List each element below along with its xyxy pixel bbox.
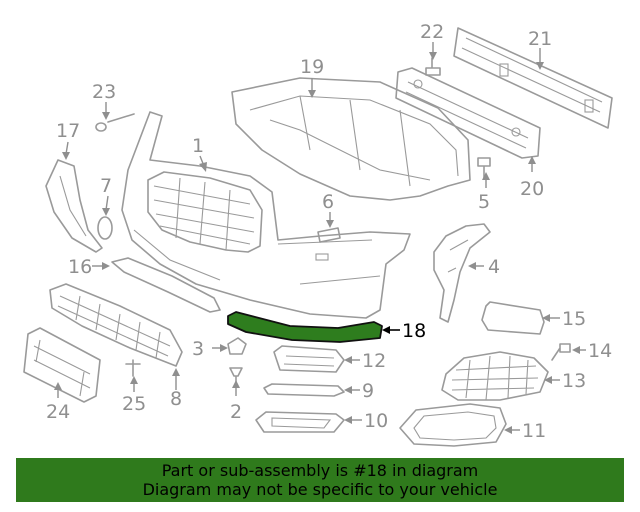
callout-1[interactable]: 1 <box>192 135 204 157</box>
part-7-ring[interactable] <box>97 216 113 240</box>
part-15-cover-cap[interactable] <box>481 301 545 335</box>
part-6-plate[interactable] <box>317 227 341 243</box>
callout-23[interactable]: 23 <box>92 81 116 103</box>
callout-20[interactable]: 20 <box>520 178 544 200</box>
leader-22 <box>429 42 437 60</box>
callout-22[interactable]: 22 <box>420 21 444 43</box>
leader-10 <box>344 416 362 424</box>
callout-25[interactable]: 25 <box>122 393 146 415</box>
callout-14[interactable]: 14 <box>588 340 612 362</box>
parts-diagram: 21 22 20 19 23 <box>23 21 613 447</box>
leader-23 <box>102 102 110 120</box>
part-22-bolt[interactable] <box>425 57 441 76</box>
leader-1 <box>199 155 207 172</box>
callout-18[interactable]: 18 <box>402 320 426 342</box>
leader-5 <box>482 172 490 188</box>
callout-21[interactable]: 21 <box>528 28 552 50</box>
leader-3 <box>212 344 228 352</box>
leader-20 <box>528 156 536 172</box>
leader-9 <box>344 386 360 394</box>
leader-6 <box>326 212 334 228</box>
part-19-undertray[interactable] <box>231 77 471 201</box>
callout-6[interactable]: 6 <box>322 191 334 213</box>
callout-7[interactable]: 7 <box>100 175 112 197</box>
part-18-lower-trim[interactable] <box>227 311 383 343</box>
leader-2 <box>232 380 240 396</box>
callout-9[interactable]: 9 <box>362 380 374 402</box>
part-10-bezel[interactable] <box>255 411 345 433</box>
leader-17 <box>62 141 70 160</box>
callout-24[interactable]: 24 <box>46 401 70 423</box>
part-16-lower-strip[interactable] <box>111 257 221 313</box>
callout-5[interactable]: 5 <box>478 191 490 213</box>
callout-2[interactable]: 2 <box>230 401 242 423</box>
part-2-push-clip[interactable] <box>229 367 243 383</box>
callout-8[interactable]: 8 <box>170 388 182 410</box>
part-4-side-bracket[interactable] <box>433 223 491 323</box>
part-25-screw[interactable] <box>125 359 141 377</box>
part-14-bolt[interactable] <box>551 343 571 361</box>
callout-4[interactable]: 4 <box>488 256 500 278</box>
part-21-reinforcement-bar[interactable] <box>453 27 613 129</box>
leader-24 <box>54 382 62 398</box>
callout-13[interactable]: 13 <box>562 370 586 392</box>
leader-15 <box>542 314 560 322</box>
callout-12[interactable]: 12 <box>362 350 386 372</box>
part-1-bumper-cover[interactable] <box>121 111 411 319</box>
callout-17[interactable]: 17 <box>56 120 80 142</box>
callout-15[interactable]: 15 <box>562 308 586 330</box>
leader-13 <box>544 376 560 384</box>
part-11-fog-surround[interactable] <box>399 403 507 447</box>
part-5-bolt[interactable] <box>477 157 491 179</box>
part-24-plate-bracket[interactable] <box>23 327 101 403</box>
part-12-fog-grille[interactable] <box>273 345 345 373</box>
callout-10[interactable]: 10 <box>364 410 388 432</box>
part-9-trim-strip[interactable] <box>263 383 345 397</box>
part-8-lower-grille[interactable] <box>49 283 183 367</box>
leader-16 <box>92 262 110 270</box>
callout-11[interactable]: 11 <box>522 420 546 442</box>
leader-7 <box>102 195 110 216</box>
leader-19 <box>308 78 316 98</box>
part-20-energy-absorber[interactable] <box>395 67 541 159</box>
callout-19[interactable]: 19 <box>300 56 324 78</box>
leader-25 <box>130 376 138 392</box>
callout-16[interactable]: 16 <box>68 256 92 278</box>
part-13-fog-assembly[interactable] <box>441 351 549 401</box>
part-17-side-bracket[interactable] <box>45 159 103 253</box>
leader-14 <box>572 346 586 354</box>
leader-21 <box>536 48 544 70</box>
part-3-clip[interactable] <box>227 337 247 355</box>
leader-18 <box>382 326 400 334</box>
leader-8 <box>172 368 180 390</box>
leader-4 <box>468 262 484 270</box>
info-banner: Part or sub-assembly is #18 in diagram D… <box>16 458 624 502</box>
callout-3[interactable]: 3 <box>192 338 204 360</box>
leader-11 <box>504 426 520 434</box>
leader-12 <box>344 356 360 364</box>
part-23-bolt[interactable] <box>95 113 135 132</box>
banner-line-2: Diagram may not be specific to your vehi… <box>142 480 498 499</box>
banner-line-1: Part or sub-assembly is #18 in diagram <box>161 461 479 480</box>
